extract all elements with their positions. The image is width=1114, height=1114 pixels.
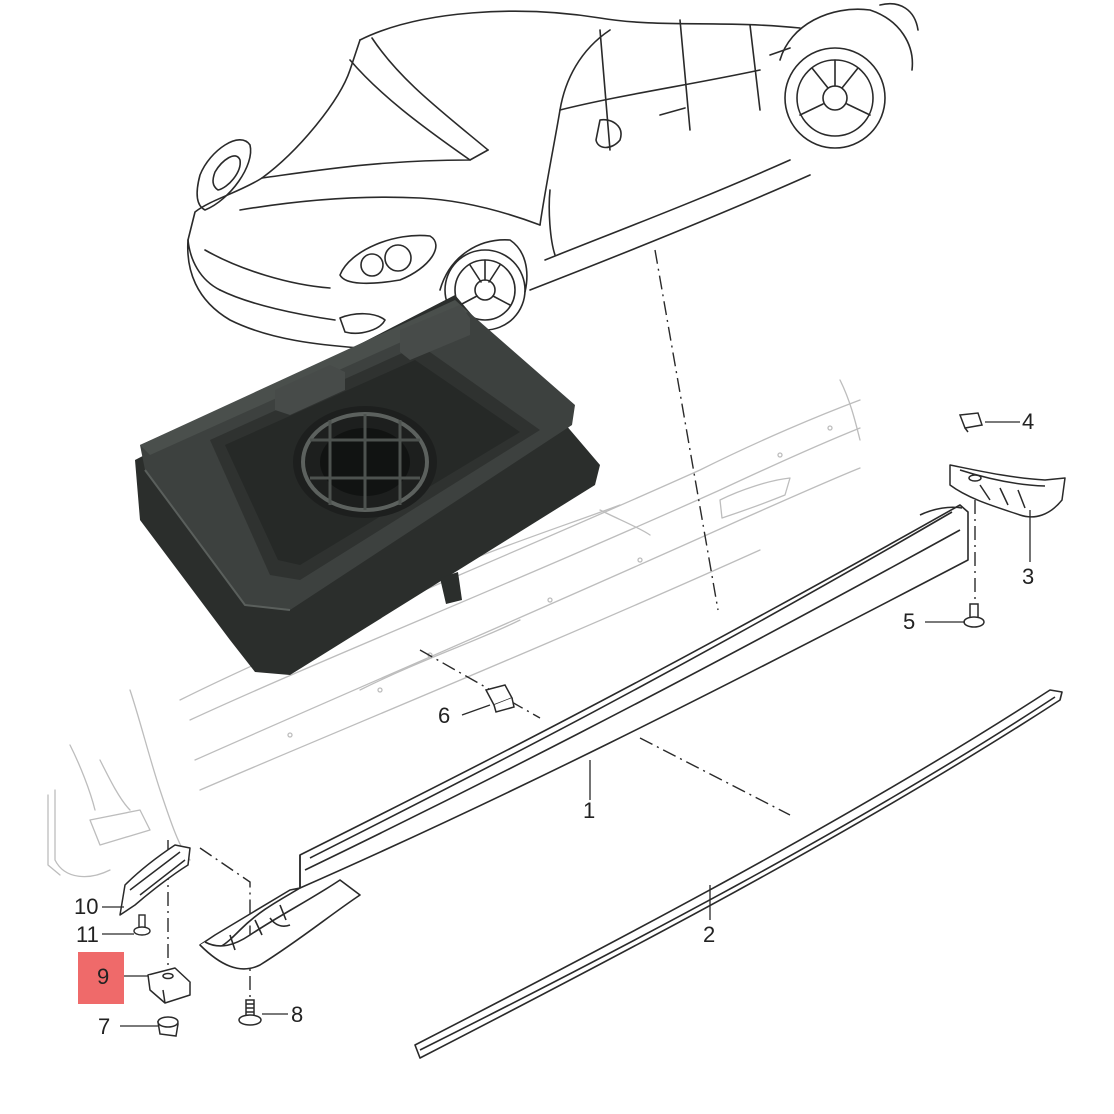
rear-bracket-part xyxy=(949,464,1066,518)
front-bracket-part-10 xyxy=(119,844,191,916)
callout-8: 8 xyxy=(291,1002,304,1027)
clip-part-4 xyxy=(958,412,983,433)
callout-11: 11 xyxy=(76,922,99,947)
highlight-box xyxy=(78,952,124,1004)
screw-part-11 xyxy=(133,914,151,936)
screw-part-5 xyxy=(963,603,985,628)
vehicle-outline xyxy=(186,3,919,349)
nut-part-7 xyxy=(157,1016,179,1037)
jack-pad-image xyxy=(135,295,600,675)
callout-7: 7 xyxy=(98,1014,111,1039)
sill-strip-part xyxy=(414,689,1063,1059)
callout-5: 5 xyxy=(903,609,916,634)
callout-leaders xyxy=(102,421,1031,1027)
screw-part-8 xyxy=(238,999,262,1026)
callout-6: 6 xyxy=(438,703,451,728)
cage-nut-part-9 xyxy=(147,967,191,1004)
callout-1: 1 xyxy=(583,798,596,823)
callout-3: 3 xyxy=(1022,564,1035,589)
clip-part-6 xyxy=(484,684,515,713)
callout-4: 4 xyxy=(1022,409,1035,434)
callout-10: 10 xyxy=(74,894,99,919)
callout-9: 9 xyxy=(97,964,110,989)
callout-2: 2 xyxy=(703,922,716,947)
sill-trim-part xyxy=(199,504,969,970)
